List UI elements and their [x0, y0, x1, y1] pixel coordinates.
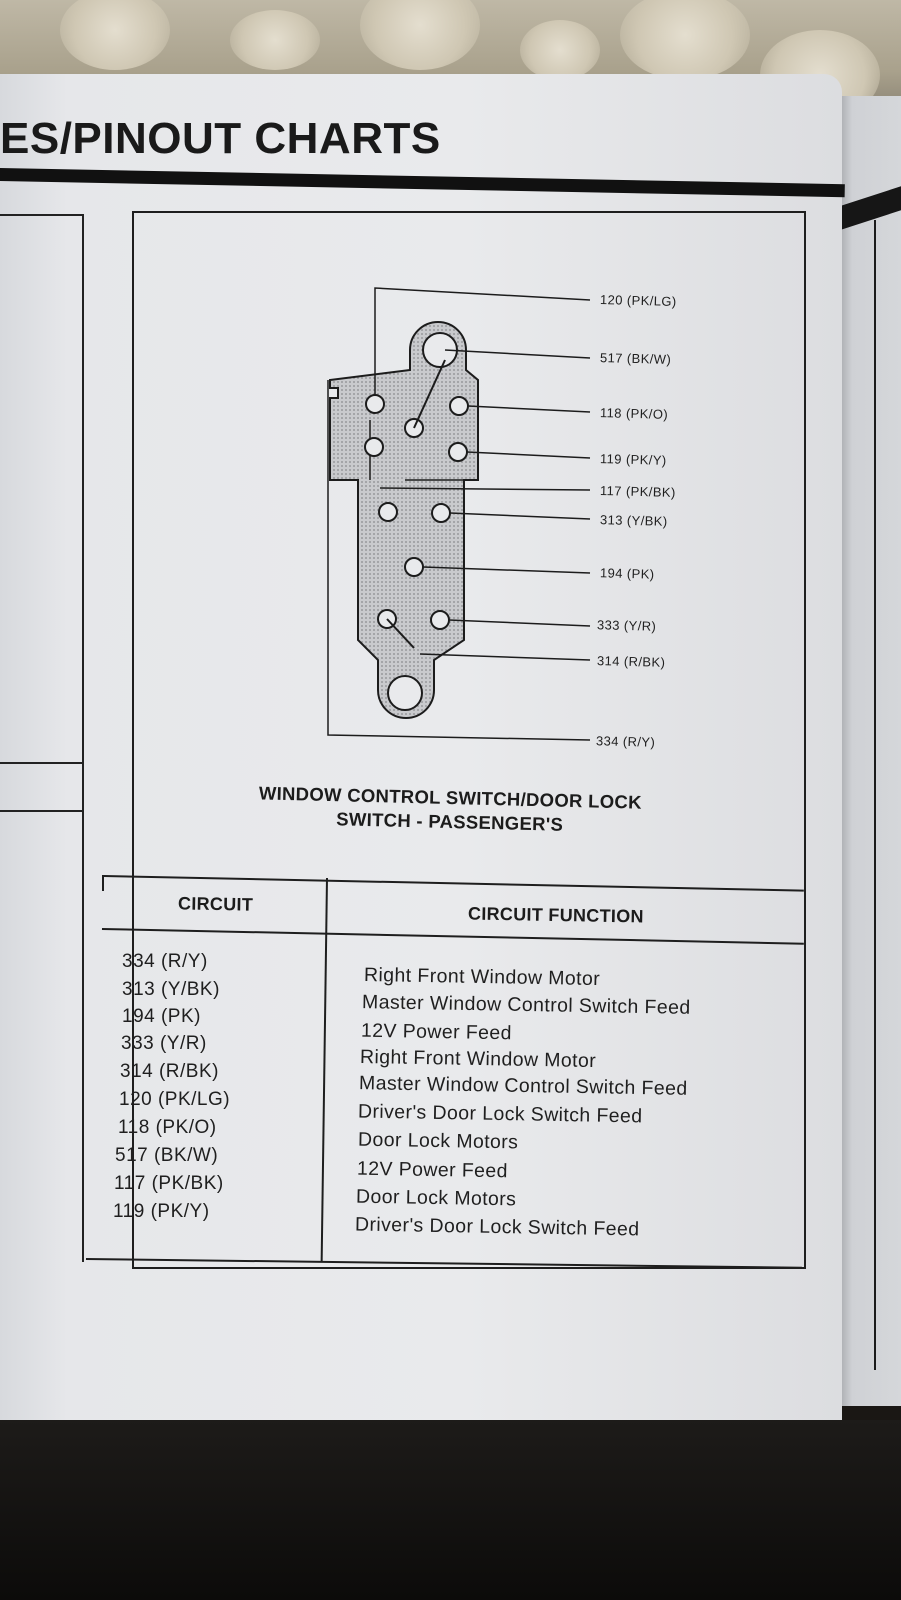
pin-118 — [449, 396, 469, 416]
pin-313 — [431, 503, 451, 523]
row-function: Door Lock Motors — [357, 1128, 519, 1154]
pin-117-left — [364, 437, 384, 457]
dark-surface — [0, 1420, 901, 1600]
wire-label-517: 517 (BK/W) — [599, 350, 672, 367]
row-circuit: 313 (Y/BK) — [122, 979, 220, 1000]
row-circuit: 117 (PK/BK) — [114, 1173, 224, 1194]
header-circuit: CIRCUIT — [177, 893, 254, 915]
row-circuit: 517 (BK/W) — [115, 1145, 219, 1166]
pin-194 — [404, 557, 424, 577]
row-circuit: 119 (PK/Y) — [113, 1201, 210, 1222]
header-circuit-function: CIRCUIT FUNCTION — [467, 903, 644, 927]
wire-label-118: 118 (PK/O) — [599, 405, 669, 422]
row-circuit: 118 (PK/O) — [118, 1117, 217, 1138]
table-left-border — [102, 875, 104, 891]
pin-313-left — [378, 502, 398, 522]
pin-120 — [365, 394, 385, 414]
manual-page — [0, 74, 842, 1422]
next-page-edge — [836, 96, 901, 1406]
connector-housing — [329, 321, 479, 719]
wire-label-120: 120 (PK/LG) — [599, 291, 677, 310]
wire-label-334: 334 (R/Y) — [595, 733, 656, 750]
wire-label-333: 333 (Y/R) — [596, 617, 657, 634]
row-circuit: 333 (Y/R) — [121, 1033, 207, 1054]
row-function: Door Lock Motors — [355, 1185, 517, 1211]
row-circuit: 120 (PK/LG) — [119, 1089, 231, 1110]
row-circuit: 334 (R/Y) — [122, 951, 208, 972]
row-function: 12V Power Feed — [356, 1157, 509, 1183]
row-function: Right Front Window Motor — [363, 963, 601, 991]
page-title: ES/PINOUT CHARTS — [0, 114, 441, 163]
pin-119 — [448, 442, 468, 462]
wire-label-119: 119 (PK/Y) — [599, 451, 667, 468]
row-circuit: 314 (R/BK) — [120, 1061, 219, 1082]
wire-label-117: 117 (PK/BK) — [599, 483, 676, 500]
pinout-chart-box — [132, 211, 806, 1269]
row-circuit: 194 (PK) — [122, 1006, 201, 1027]
row-function: 12V Power Feed — [360, 1019, 513, 1045]
left-panel-fragment — [0, 214, 84, 1262]
pin-333 — [430, 610, 450, 630]
wire-label-314: 314 (R/BK) — [596, 653, 666, 670]
row-function: Right Front Window Motor — [359, 1045, 597, 1073]
wire-label-313: 313 (Y/BK) — [599, 512, 668, 529]
bottom-mounting-hole — [387, 675, 423, 711]
wire-label-194: 194 (PK) — [599, 565, 655, 582]
